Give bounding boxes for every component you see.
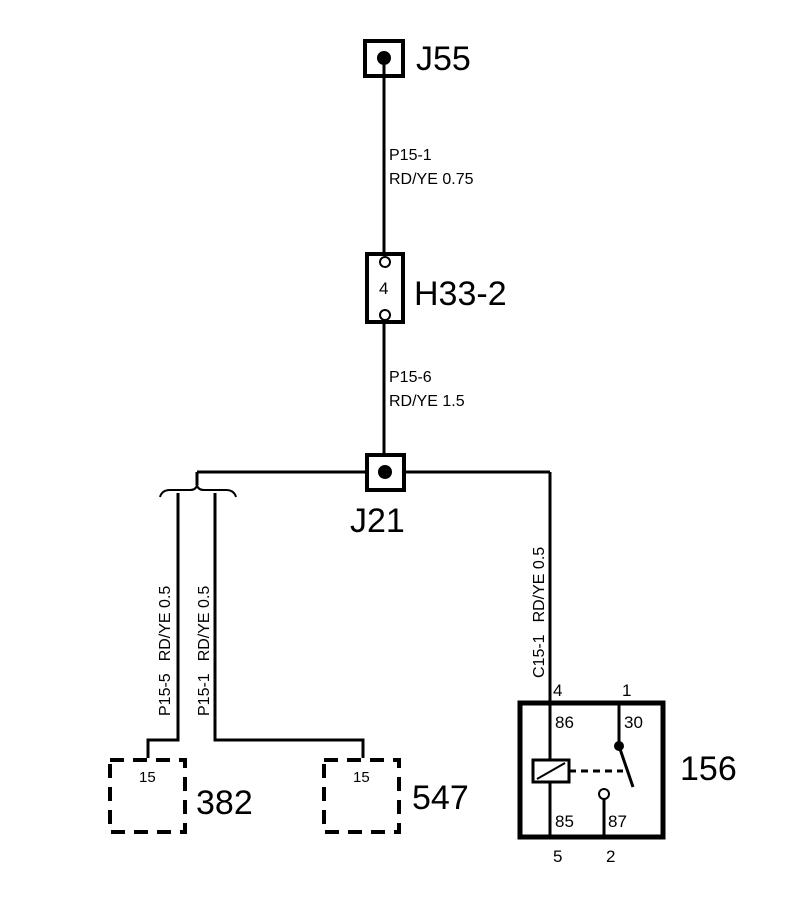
relay-switch-arm [617, 745, 635, 788]
wire-mid-id: P15-6 [389, 369, 432, 386]
relay-coil-slash [536, 762, 566, 780]
wire-left-id: P15-5 [157, 673, 174, 716]
wire-left-spec: RD/YE 0.5 [157, 586, 174, 662]
wire-top-id: P15-1 [389, 147, 432, 164]
component-382: 15 382 [108, 758, 253, 834]
relay-label: 156 [680, 750, 737, 788]
wire-left-label: P15-5 RD/YE 0.5 [157, 586, 174, 716]
c382-pin: 15 [139, 769, 156, 786]
wire-center-spec: RD/YE 0.5 [196, 586, 213, 662]
relay-int-87: 87 [608, 812, 627, 831]
relay-ext-pin-4: 4 [553, 681, 562, 700]
c547-pin: 15 [353, 769, 370, 786]
wire-center-id: P15-1 [196, 673, 213, 716]
relay-int-85: 85 [555, 812, 574, 831]
connector-j55: J55 [363, 39, 471, 78]
relay-int-30: 30 [624, 713, 643, 732]
relay-ext-pin-2: 2 [606, 847, 615, 866]
splice-j21: J21 [197, 453, 550, 540]
wire-center-label: P15-1 RD/YE 0.5 [196, 586, 213, 716]
relay-contact-87 [598, 788, 610, 800]
relay-ext-pin-5: 5 [553, 847, 562, 866]
j21-label: J21 [350, 502, 405, 540]
j21-terminal [378, 465, 392, 479]
branch-bracket [159, 484, 237, 498]
wire-p15-1-lower [213, 493, 365, 758]
wire-right-id: C15-1 [531, 634, 548, 678]
c382-label: 382 [196, 784, 253, 822]
c382-box [108, 758, 187, 834]
c547-label: 547 [412, 779, 469, 817]
j55-label: J55 [416, 40, 471, 78]
wire-p15-5 [146, 493, 180, 758]
h33-terminal-top [379, 256, 391, 268]
relay-ext-pin-1: 1 [622, 681, 631, 700]
c547-box [322, 758, 401, 834]
j55-terminal [377, 51, 391, 65]
h33-pin-label: 4 [379, 279, 388, 298]
relay-156: 4 1 5 2 86 30 85 87 156 [517, 681, 737, 866]
connector-h33-2: 4 H33-2 [365, 252, 507, 324]
h33-label: H33-2 [414, 275, 507, 313]
wire-mid-spec: RD/YE 1.5 [389, 393, 465, 410]
relay-int-86: 86 [555, 713, 574, 732]
wire-right-spec: RD/YE 0.5 [531, 547, 548, 623]
h33-terminal-bottom [379, 309, 391, 321]
component-547: 15 547 [322, 758, 469, 834]
wire-top-spec: RD/YE 0.75 [389, 171, 474, 188]
wire-right-label: C15-1 RD/YE 0.5 [531, 547, 548, 678]
